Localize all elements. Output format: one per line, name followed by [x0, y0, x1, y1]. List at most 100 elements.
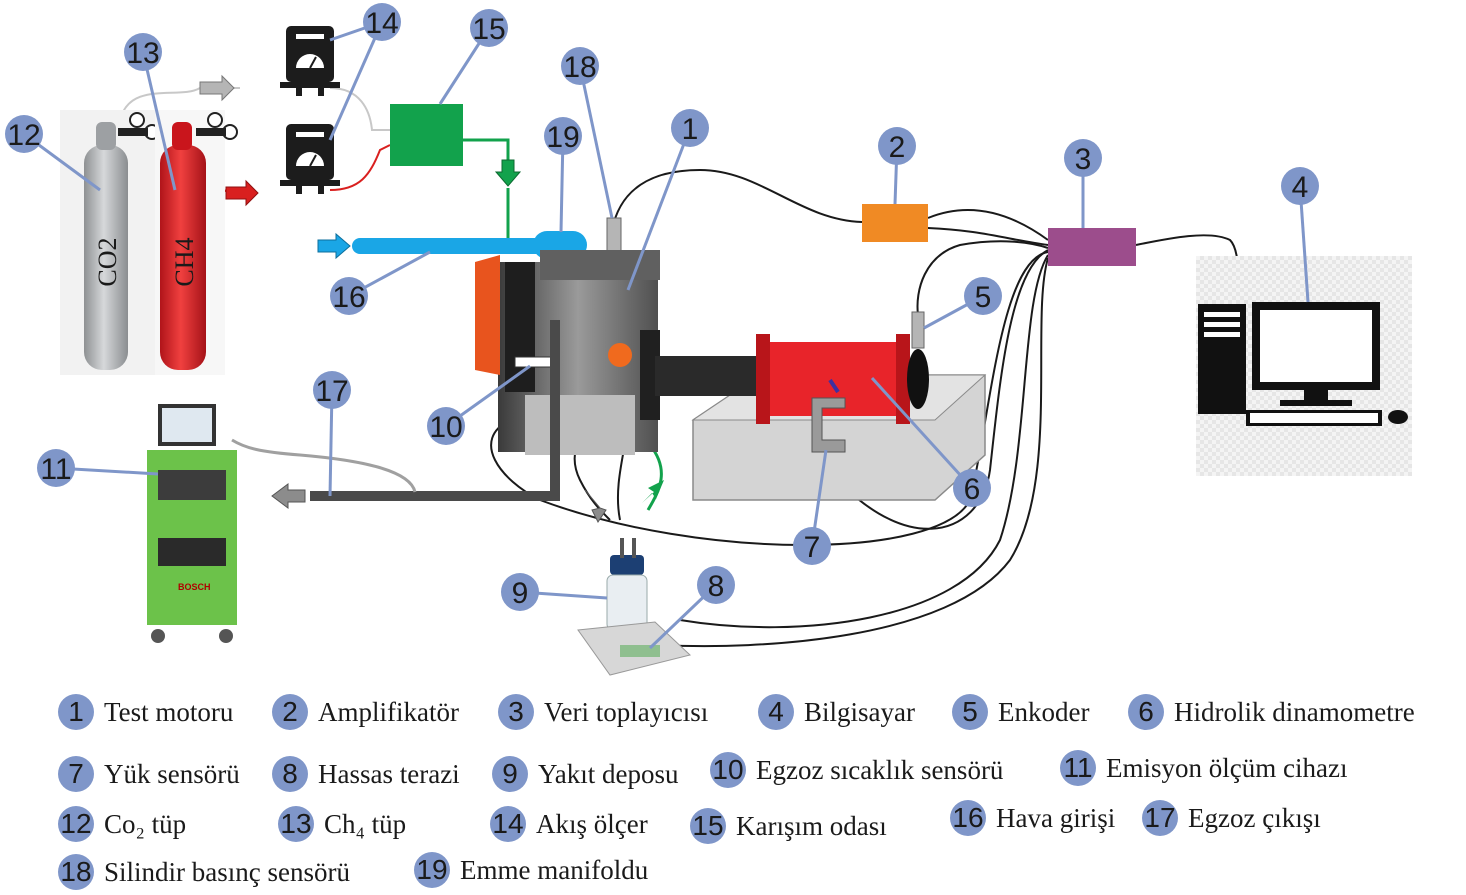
- svg-text:18: 18: [563, 51, 596, 84]
- legend-item-4: 4 Bilgisayar: [758, 694, 915, 730]
- legend-label: Test motoru: [104, 697, 233, 728]
- legend-number: 13: [278, 806, 314, 842]
- ch4-cylinder: CH4: [155, 110, 237, 375]
- legend-item-8: 8 Hassas terazi: [272, 756, 460, 792]
- legend-number: 5: [952, 694, 988, 730]
- computer: [1196, 256, 1412, 476]
- callout-14: 14: [363, 3, 401, 41]
- flow-meter-top: [280, 26, 340, 96]
- legend-item-9: 9 Yakıt deposu: [492, 756, 679, 792]
- precision-scale: [578, 622, 690, 675]
- legend-number: 16: [950, 800, 986, 836]
- callout-1: 1: [671, 109, 709, 147]
- legend-label: Hava girişi: [996, 803, 1115, 834]
- air-intake-arrow-icon: [318, 234, 350, 258]
- legend-number: 19: [414, 852, 450, 888]
- callout-5: 5: [964, 277, 1002, 315]
- callout-8: 8: [697, 566, 735, 604]
- svg-text:12: 12: [7, 119, 40, 152]
- callout-7: 7: [793, 527, 831, 565]
- callout-3: 3: [1064, 139, 1102, 177]
- ch4-label: CH4: [170, 237, 199, 286]
- legend-label: Hidrolik dinamometre: [1174, 697, 1415, 728]
- legend-label: Veri toplayıcısı: [544, 697, 708, 728]
- legend-item-3: 3 Veri toplayıcısı: [498, 694, 708, 730]
- exhaust-out-arrow-icon: [272, 484, 305, 508]
- svg-text:11: 11: [40, 453, 71, 486]
- legend-item-10: 10 Egzoz sıcaklık sensörü: [710, 752, 1003, 788]
- legend-number: 11: [1060, 750, 1096, 786]
- legend-label: Yakıt deposu: [538, 759, 679, 790]
- legend-label: Egzoz çıkışı: [1188, 803, 1321, 834]
- svg-text:17: 17: [315, 375, 348, 408]
- svg-text:4: 4: [1292, 171, 1309, 204]
- legend-item-16: 16 Hava girişi: [950, 800, 1115, 836]
- legend-item-17: 17 Egzoz çıkışı: [1142, 800, 1321, 836]
- legend-item-18: 18 Silindir basınç sensörü: [58, 854, 350, 890]
- legend-item-2: 2 Amplifikatör: [272, 694, 459, 730]
- svg-text:3: 3: [1075, 143, 1092, 176]
- legend-item-5: 5 Enkoder: [952, 694, 1089, 730]
- legend-number: 8: [272, 756, 308, 792]
- legend-label: Amplifikatör: [318, 697, 459, 728]
- legend-number: 2: [272, 694, 308, 730]
- legend-number: 15: [690, 808, 726, 844]
- callout-18: 18: [561, 47, 599, 85]
- legend-number: 3: [498, 694, 534, 730]
- legend-label: Ch₄ tüp: [324, 809, 406, 840]
- svg-text:8: 8: [708, 570, 725, 603]
- svg-text:10: 10: [429, 411, 462, 444]
- legend-item-12: 12 Co₂ tüp: [58, 806, 186, 842]
- ch4-flow-arrow-icon: [226, 181, 258, 205]
- fuel-tank: [607, 538, 647, 630]
- legend-label: Hassas terazi: [318, 759, 460, 790]
- legend-label: Silindir basınç sensörü: [104, 857, 350, 888]
- legend-label: Egzoz sıcaklık sensörü: [756, 755, 1003, 786]
- callout-2: 2: [878, 127, 916, 165]
- legend-label: Bilgisayar: [804, 697, 915, 728]
- amplifier: [862, 204, 928, 242]
- legend-number: 4: [758, 694, 794, 730]
- test-setup-diagram: CO2 CH4: [0, 0, 1466, 700]
- callout-19: 19: [544, 117, 582, 155]
- mixture-down-arrow-icon: [496, 160, 520, 186]
- callout-16: 16: [330, 277, 368, 315]
- svg-text:1: 1: [682, 113, 699, 146]
- emission-analyzer: BOSCH: [147, 404, 237, 643]
- legend-item-13: 13 Ch₄ tüp: [278, 806, 406, 842]
- data-logger: [1048, 228, 1136, 266]
- callout-15: 15: [470, 9, 508, 47]
- legend-number: 9: [492, 756, 528, 792]
- svg-text:2: 2: [889, 131, 906, 164]
- co2-flow-arrow-icon: [200, 76, 234, 100]
- legend-label: Co₂ tüp: [104, 809, 186, 840]
- svg-text:6: 6: [964, 473, 981, 506]
- callout-11: 11: [37, 449, 75, 487]
- svg-text:14: 14: [365, 7, 398, 40]
- callout-12: 12: [5, 115, 43, 153]
- callout-4: 4: [1281, 167, 1319, 205]
- analyzer-brand: BOSCH: [178, 582, 211, 592]
- legend-number: 12: [58, 806, 94, 842]
- legend-number: 10: [710, 752, 746, 788]
- svg-text:16: 16: [332, 281, 365, 314]
- legend-number: 18: [58, 854, 94, 890]
- legend-number: 14: [490, 806, 526, 842]
- svg-text:7: 7: [804, 531, 821, 564]
- callout-9: 9: [501, 573, 539, 611]
- legend-number: 7: [58, 756, 94, 792]
- legend-number: 17: [1142, 800, 1178, 836]
- svg-text:13: 13: [126, 37, 159, 70]
- legend-label: Enkoder: [998, 697, 1089, 728]
- callout-10: 10: [427, 407, 465, 445]
- mixing-chamber: [390, 104, 463, 166]
- svg-text:15: 15: [472, 13, 505, 46]
- callout-6: 6: [953, 469, 991, 507]
